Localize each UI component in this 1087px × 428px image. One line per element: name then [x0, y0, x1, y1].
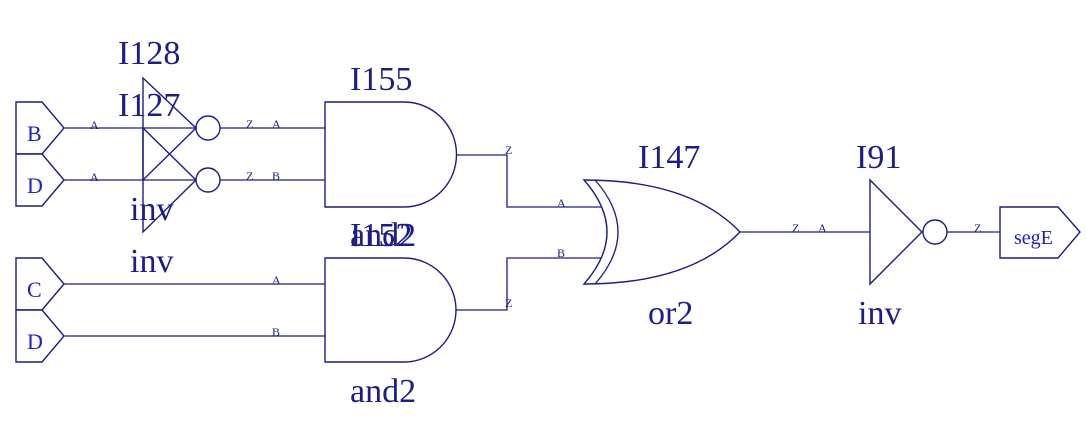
- pin-a-inv2: A: [90, 170, 99, 184]
- pin-a-inv1: A: [90, 118, 99, 132]
- and-gate-i155-name: I155: [350, 61, 412, 98]
- pin-z-and2: Z: [505, 296, 512, 310]
- pin-z-inv2: Z: [246, 169, 253, 183]
- pin-a-or: A: [557, 196, 566, 210]
- pin-b-and2: B: [272, 325, 280, 339]
- inverter-i128-name: I128: [118, 35, 180, 72]
- input-port-d-2[interactable]: D: [15, 309, 65, 363]
- pin-z-and1: Z: [505, 143, 512, 157]
- pin-b-or: B: [557, 246, 565, 260]
- inverter-i128[interactable]: I128 inv: [118, 35, 198, 228]
- and-gate-i152-name: I152: [350, 217, 412, 254]
- input-port-b-label: B: [27, 121, 42, 146]
- pin-z-or: Z: [792, 221, 799, 235]
- output-port-sege-label: segE: [1014, 227, 1053, 249]
- or-gate-i147[interactable]: I147 or2: [582, 139, 741, 332]
- inverter-i128-type: inv: [130, 191, 173, 228]
- or-gate-i147-type: or2: [648, 295, 693, 332]
- pin-a-and1: A: [272, 117, 281, 131]
- inverter-i91-bubble: [922, 219, 948, 245]
- and-gate-i152-type: and2: [350, 373, 416, 410]
- and-gate-i152[interactable]: I152 and2: [324, 217, 457, 410]
- pin-a-and2: A: [272, 273, 281, 287]
- inverter-i128-bubble: [195, 115, 221, 141]
- inverter-i127[interactable]: I127 inv: [118, 87, 197, 280]
- input-port-c[interactable]: C: [15, 257, 65, 311]
- input-port-d-1[interactable]: D: [15, 153, 65, 207]
- wires: [64, 127, 1000, 337]
- inverter-i127-bubble: [195, 167, 221, 193]
- inverter-i91[interactable]: I91 inv: [856, 139, 948, 332]
- or-gate-i147-name: I147: [638, 139, 700, 176]
- and-gate-i155-type: and2: [350, 217, 416, 254]
- input-port-d-1-label: D: [27, 173, 43, 198]
- pin-b-and1: B: [272, 169, 280, 183]
- pin-z-inv3: Z: [974, 221, 981, 235]
- input-port-d-2-label: D: [27, 329, 43, 354]
- pin-z-inv1: Z: [246, 117, 253, 131]
- inverter-i127-type: inv: [130, 243, 173, 280]
- input-port-b[interactable]: B: [15, 101, 65, 155]
- input-port-c-label: C: [27, 277, 42, 302]
- pin-a-inv3: A: [818, 221, 827, 235]
- inverter-i91-name: I91: [856, 139, 901, 176]
- output-port-sege[interactable]: segE: [999, 206, 1081, 259]
- inverter-i91-type: inv: [858, 295, 901, 332]
- and-gate-i155[interactable]: I155 and2: [324, 61, 458, 254]
- inverter-i127-name: I127: [118, 87, 180, 124]
